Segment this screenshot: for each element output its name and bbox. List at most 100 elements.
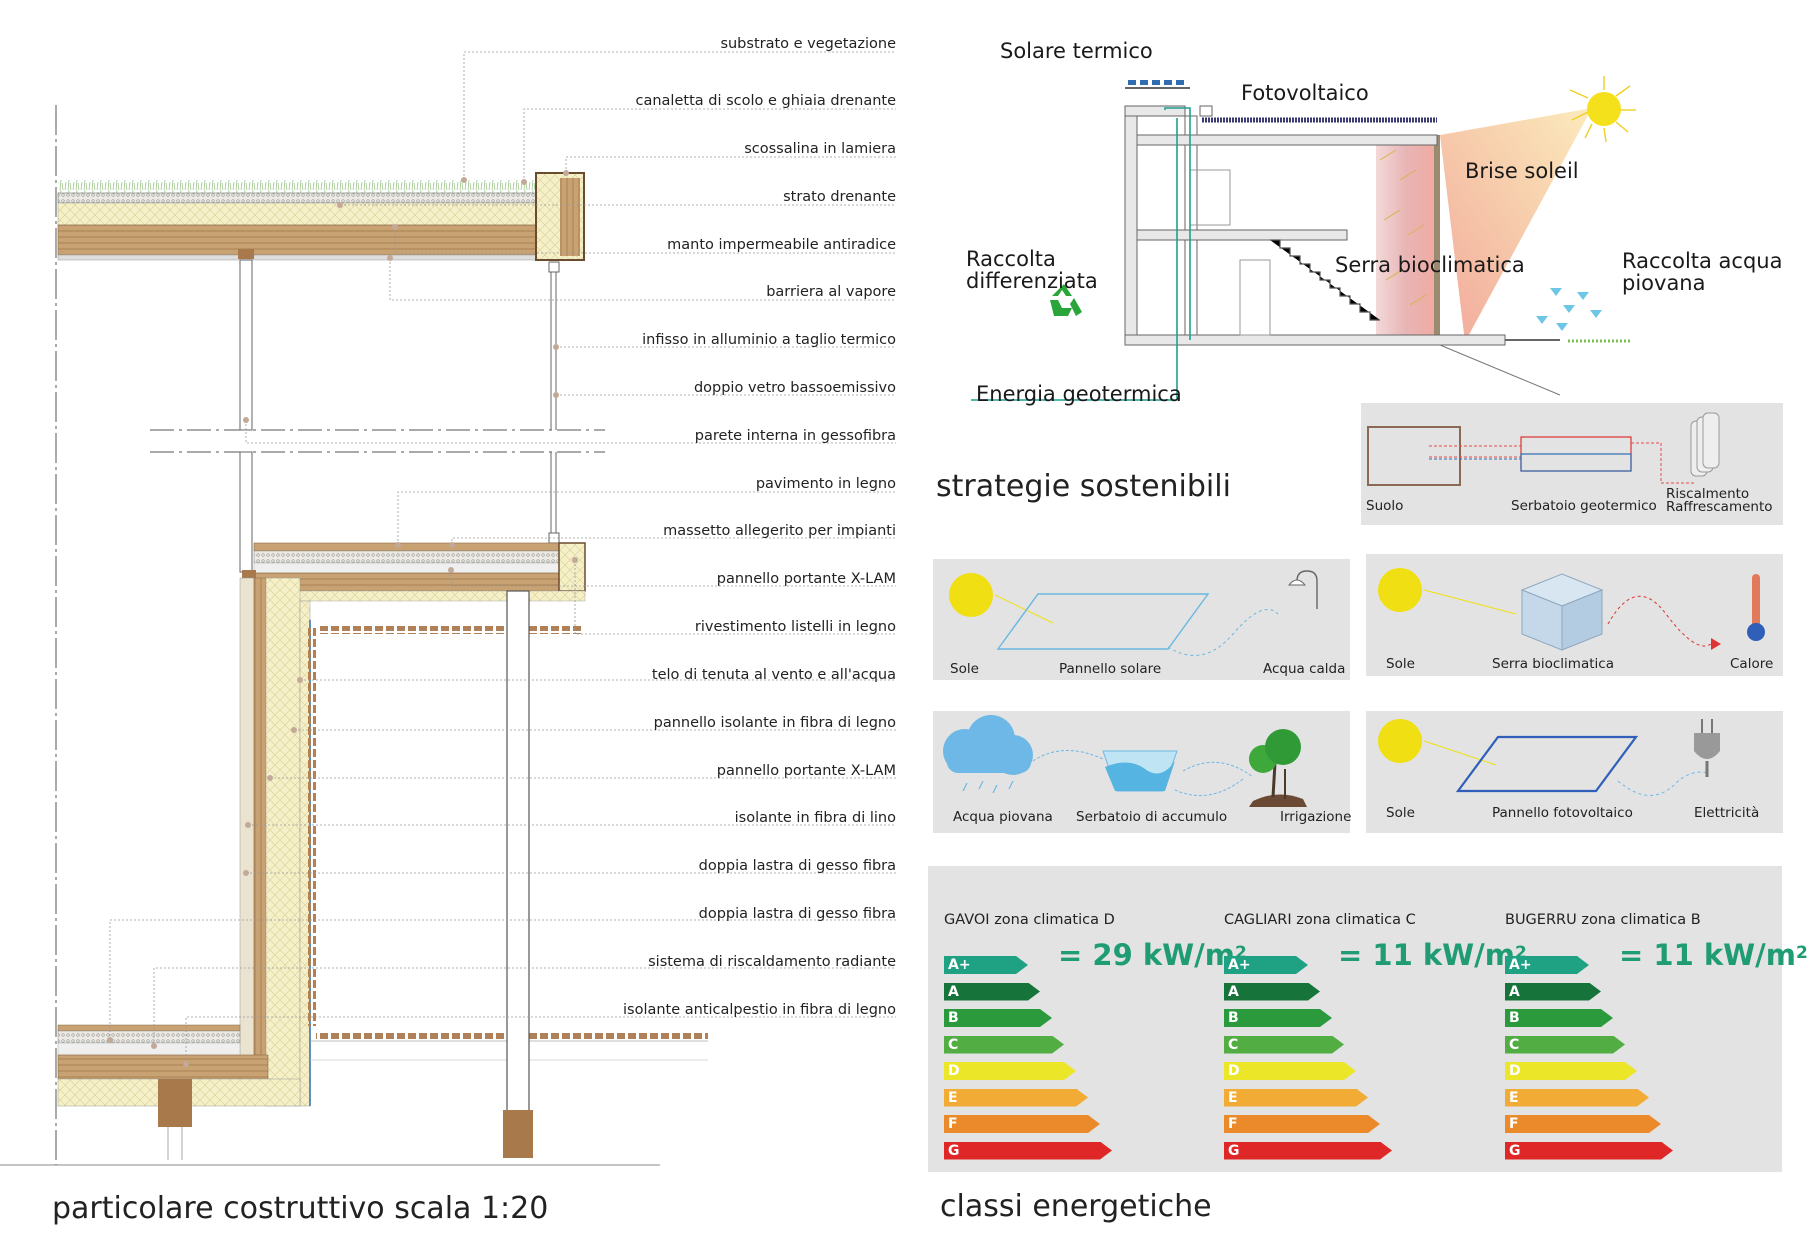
energy-class-bar: D <box>1505 1062 1637 1080</box>
energy-class-bar: A <box>1224 983 1320 1001</box>
cloud-icon <box>943 715 1033 775</box>
label-solare-termico: Solare termico <box>1000 39 1153 63</box>
label-irrigazione: Irrigazione <box>1280 809 1352 825</box>
label-acqua-1: Raccolta acqua <box>1622 249 1783 273</box>
greenhouse-panel: Sole Serra bioclimatica Calore <box>1366 554 1783 676</box>
label-acqua: Acqua calda <box>1263 661 1346 677</box>
label-sole: Sole <box>1386 656 1415 672</box>
label-pannello-pv: Pannello fotovoltaico <box>1492 805 1633 821</box>
city-label: GAVOI zona climatica D <box>944 912 1115 928</box>
layer-label: infisso in alluminio a taglio termico <box>642 332 896 348</box>
layer-label: massetto allegerito per impianti <box>663 523 896 539</box>
sun-icon <box>1378 568 1422 612</box>
solar-panel-icon <box>996 593 1210 650</box>
layer-label: pavimento in legno <box>755 476 896 492</box>
label-serbatoio: Serbatoio di accumulo <box>1076 809 1228 825</box>
layer-label: isolante in fibra di lino <box>734 810 896 826</box>
layer-label: doppio vetro bassoemissivo <box>693 380 896 396</box>
solar-thermal-panel: Sole Pannello solare Acqua calda <box>933 559 1350 680</box>
thermometer-icon <box>1747 574 1765 641</box>
construction-detail-drawing <box>0 51 896 1166</box>
solar-thermal-diagram <box>949 570 1318 656</box>
label-sole: Sole <box>1386 805 1415 821</box>
energy-class-bar: G <box>944 1142 1112 1160</box>
layer-label: scossalina in lamiera <box>744 141 896 157</box>
sun-icon <box>1378 719 1422 763</box>
building-section-diagram <box>971 76 1636 401</box>
energy-class-bar: F <box>944 1115 1100 1133</box>
energy-class-bar: G <box>1505 1142 1673 1160</box>
detail-title: particolare costruttivo scala 1:20 <box>52 1191 549 1226</box>
geothermal-diagram <box>1367 412 1720 486</box>
label-raccolta-1: Raccolta <box>966 247 1056 271</box>
energy-value-text: = 11 kW/m <box>1338 938 1515 972</box>
energy-class-bar: B <box>1224 1009 1332 1027</box>
layer-label: rivestimento listelli in legno <box>694 619 896 635</box>
layer-label: strato drenante <box>783 189 896 205</box>
energy-class-bar: A+ <box>1224 956 1308 974</box>
layer-label: pannello isolante in fibra di legno <box>653 715 896 731</box>
energy-value-exponent: 2 <box>1234 943 1247 963</box>
layer-label: manto impermeabile antiradice <box>667 237 896 253</box>
layer-label: pannello portante X-LAM <box>716 571 896 587</box>
energy-value-text: = 11 kW/m <box>1619 938 1796 972</box>
energy-class-bar: D <box>1224 1062 1356 1080</box>
energy-class-bar: E <box>1505 1089 1649 1107</box>
recycle-icon <box>1050 284 1082 316</box>
city-label: CAGLIARI zona climatica C <box>1224 912 1416 928</box>
energy-class-bar: D <box>944 1062 1076 1080</box>
city-label: BUGERRU zona climatica B <box>1505 912 1701 928</box>
energy-class-bar: A <box>1505 983 1601 1001</box>
energy-value-exponent: 2 <box>1514 943 1527 963</box>
water-tank-icon <box>1102 750 1178 792</box>
energy-class-bar: G <box>1224 1142 1392 1160</box>
layer-label: sistema di riscaldamento radiante <box>648 954 896 970</box>
layer-label: barriera al vapore <box>766 284 896 300</box>
energy-class-bar: C <box>944 1036 1064 1054</box>
greenhouse-diagram <box>1378 568 1765 651</box>
energy-class-bar: A <box>944 983 1040 1001</box>
label-serra: Serra bioclimatica <box>1492 656 1614 672</box>
label-elettricita: Elettricità <box>1694 805 1760 821</box>
layer-label: canaletta di scolo e ghiaia drenante <box>635 93 897 109</box>
geothermal-panel: Suolo Serbatoio geotermico Riscalmento R… <box>1361 403 1783 525</box>
label-calore: Calore <box>1730 656 1774 672</box>
energy-class-bar: F <box>1224 1115 1380 1133</box>
energy-class-bar: B <box>1505 1009 1613 1027</box>
label-suolo: Suolo <box>1366 498 1404 514</box>
layer-label: pannello portante X-LAM <box>716 763 896 779</box>
energy-value: = 11 kW/m2 <box>1619 940 1808 970</box>
rainwater-panel: Acqua piovana Serbatoio di accumulo Irri… <box>933 711 1352 833</box>
label-geotermica: Energia geotermica <box>976 382 1182 406</box>
energy-class-bar: A+ <box>944 956 1028 974</box>
energy-value-exponent: 2 <box>1795 943 1808 963</box>
energy-class-bar: E <box>1224 1089 1368 1107</box>
energy-value-text: = 29 kW/m <box>1058 938 1235 972</box>
radiator-icon <box>1690 412 1720 477</box>
layer-labels: substrato e vegetazione canaletta di sco… <box>560 0 896 1050</box>
label-serbatoio: Serbatoio geotermico <box>1511 498 1657 514</box>
pv-panel-icon <box>1455 735 1639 793</box>
energy-class-bar: A+ <box>1505 956 1589 974</box>
photovoltaic-panel: Sole Pannello fotovoltaico Elettricità <box>1366 711 1783 833</box>
layer-label: parete interna in gessofibra <box>694 428 896 444</box>
energy-class-bar: E <box>944 1089 1088 1107</box>
layer-label: substrato e vegetazione <box>720 36 896 52</box>
energy-class-bar: F <box>1505 1115 1661 1133</box>
layer-label: doppia lastra di gesso fibra <box>698 858 896 874</box>
plug-icon <box>1694 719 1720 777</box>
strategies-title: strategie sostenibili <box>936 469 1231 504</box>
layer-label: isolante anticalpestio in fibra di legno <box>622 1002 896 1018</box>
label-brise-soleil: Brise soleil <box>1465 159 1579 183</box>
label-serra: Serra bioclimatica <box>1335 253 1525 277</box>
layer-label: telo di tenuta al vento e all'acqua <box>651 667 896 683</box>
label-acqua-piovana: Acqua piovana <box>953 809 1053 825</box>
layer-label: doppia lastra di gesso fibra <box>698 906 896 922</box>
sun-icon <box>949 573 993 617</box>
label-riscald-2: Raffrescamento <box>1666 499 1773 515</box>
energy-value: = 11 kW/m2 <box>1338 940 1527 970</box>
label-pannello: Pannello solare <box>1059 661 1162 677</box>
energy-class-bar: C <box>1505 1036 1625 1054</box>
label-acqua-2: piovana <box>1622 271 1706 295</box>
